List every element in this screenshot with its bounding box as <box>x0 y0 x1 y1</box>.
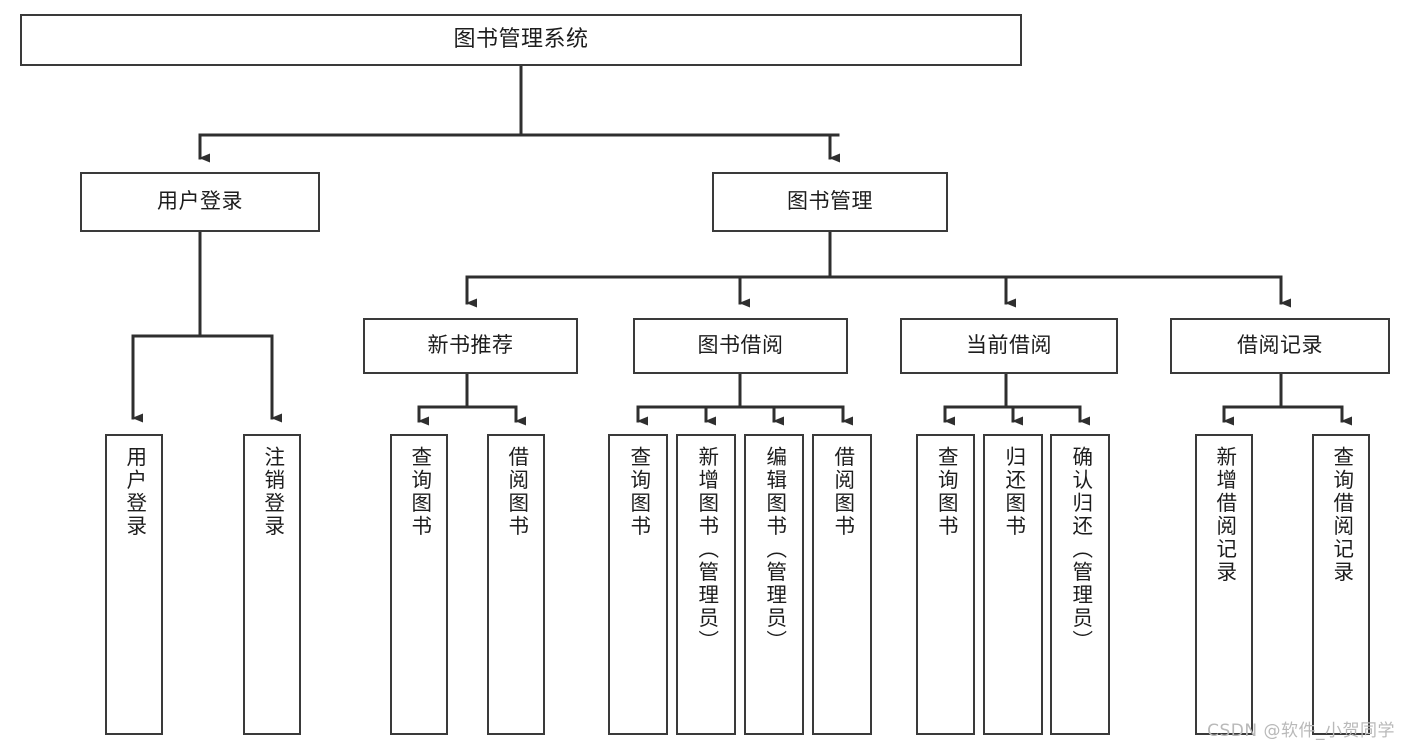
leaf-logout[interactable]: 注销登录 <box>243 434 301 735</box>
leaf-query-record[interactable]: 查询借阅记录 <box>1312 434 1370 735</box>
node-label: 查询借阅记录 <box>1329 446 1354 584</box>
csdn-watermark: CSDN @软件_小贺同学 <box>1207 721 1395 741</box>
node-label: 查询图书 <box>934 446 959 538</box>
node-borrow-record[interactable]: 借阅记录 <box>1170 318 1390 374</box>
leaf-confirm-return[interactable]: 确认归还（管理员） <box>1050 434 1110 735</box>
node-new-book-recommend[interactable]: 新书推荐 <box>363 318 578 374</box>
leaf-add-book[interactable]: 新增图书（管理员） <box>676 434 736 735</box>
node-label: 借阅记录 <box>1237 333 1323 358</box>
node-label: 归还图书 <box>1001 446 1026 538</box>
node-label: 新增图书（管理员） <box>694 446 719 653</box>
node-label: 新增借阅记录 <box>1212 446 1237 584</box>
node-label: 用户登录 <box>122 446 147 538</box>
leaf-add-record[interactable]: 新增借阅记录 <box>1195 434 1253 735</box>
node-current-borrow[interactable]: 当前借阅 <box>900 318 1118 374</box>
leaf-query-book-2[interactable]: 查询图书 <box>608 434 668 735</box>
node-label: 编辑图书（管理员） <box>762 446 787 653</box>
leaf-borrow-book-2[interactable]: 借阅图书 <box>812 434 872 735</box>
leaf-borrow-book-1[interactable]: 借阅图书 <box>487 434 545 735</box>
node-label: 图书管理系统 <box>453 26 589 52</box>
leaf-query-book-3[interactable]: 查询图书 <box>916 434 975 735</box>
node-book-manage[interactable]: 图书管理 <box>712 172 948 232</box>
node-book-borrow[interactable]: 图书借阅 <box>633 318 848 374</box>
leaf-edit-book[interactable]: 编辑图书（管理员） <box>744 434 804 735</box>
node-label: 当前借阅 <box>966 333 1052 358</box>
leaf-query-book-1[interactable]: 查询图书 <box>390 434 448 735</box>
node-root-system[interactable]: 图书管理系统 <box>20 14 1022 66</box>
node-label: 确认归还（管理员） <box>1068 446 1093 653</box>
node-user-login[interactable]: 用户登录 <box>80 172 320 232</box>
node-label: 用户登录 <box>157 189 243 214</box>
node-label: 图书借阅 <box>697 333 784 358</box>
leaf-user-login[interactable]: 用户登录 <box>105 434 163 735</box>
node-label: 新书推荐 <box>427 333 514 358</box>
node-label: 注销登录 <box>260 446 285 538</box>
node-label: 借阅图书 <box>504 446 529 538</box>
node-label: 图书管理 <box>787 189 873 214</box>
leaf-return-book[interactable]: 归还图书 <box>983 434 1043 735</box>
node-label: 查询图书 <box>626 446 651 538</box>
node-label: 查询图书 <box>407 446 432 538</box>
node-label: 借阅图书 <box>830 446 855 538</box>
